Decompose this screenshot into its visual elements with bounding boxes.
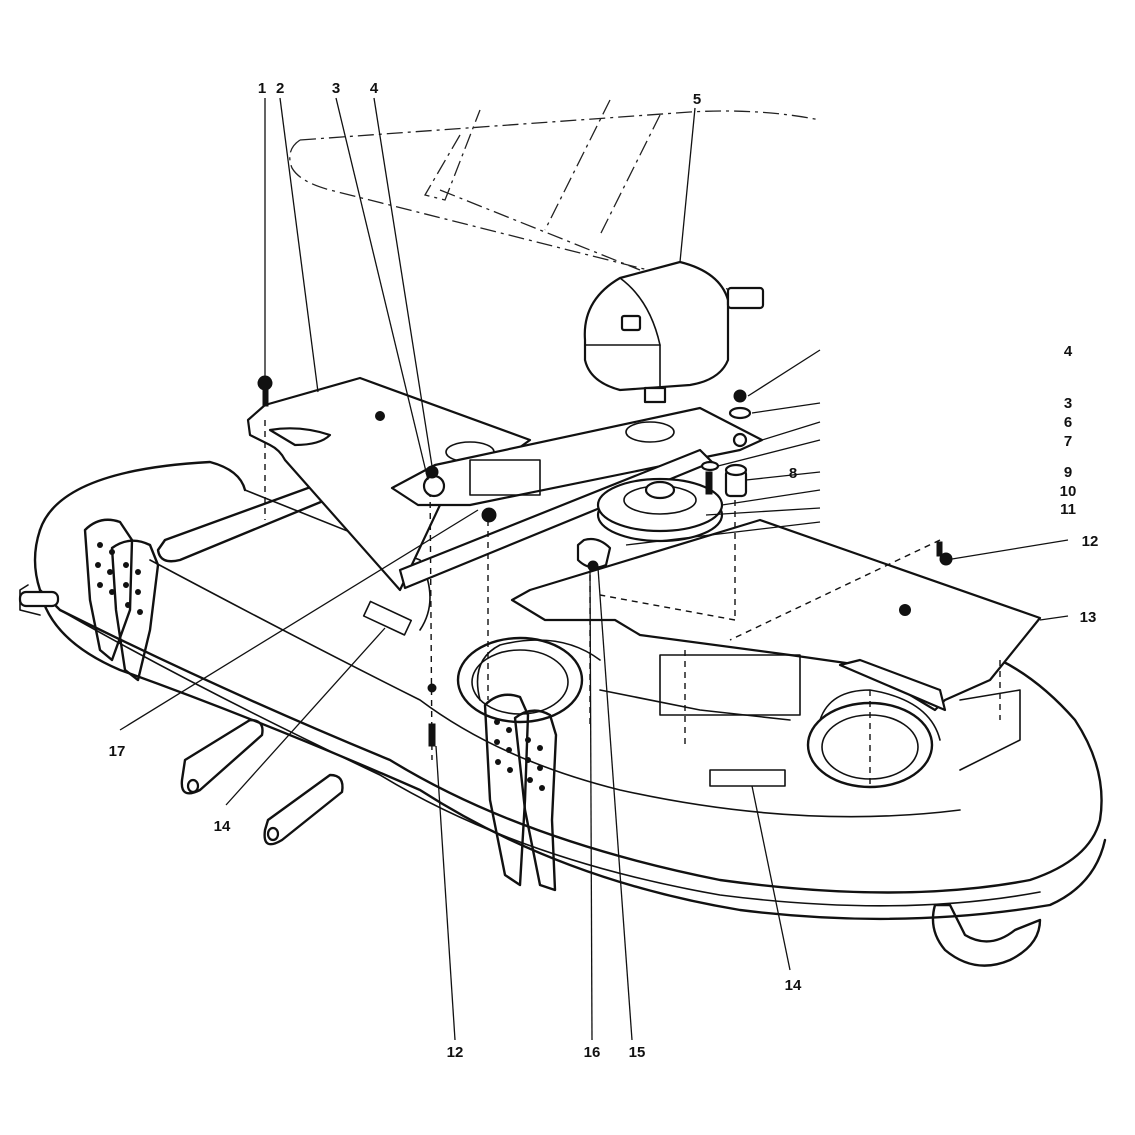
- callout-4-right: 4: [1064, 343, 1073, 360]
- callout-9: 9: [1064, 464, 1072, 481]
- right-mounting-plate: [510, 518, 1042, 716]
- callout-2: 2: [276, 80, 284, 97]
- mower-deck-housing: [18, 460, 1107, 967]
- decal-right: [709, 769, 786, 787]
- callout-7: 7: [1064, 433, 1072, 450]
- callout-16: 16: [584, 1044, 601, 1061]
- bolt-12-right: [936, 541, 953, 566]
- callout-14: 14: [214, 818, 231, 835]
- callout-11: 11: [1060, 501, 1076, 518]
- callout-labels: 1 2 3 4 5 4 3 6 7 8 9 10 11 12 13 17 14 …: [109, 80, 1099, 1061]
- nut-left-front: [481, 507, 497, 523]
- nut-washer-3-4-right: [728, 389, 752, 448]
- callout-3-right: 3: [1064, 395, 1072, 412]
- callout-1: 1: [258, 80, 266, 97]
- front-brackets-left: [83, 518, 160, 682]
- bolt-1: [257, 375, 273, 407]
- callout-3: 3: [332, 80, 340, 97]
- callout-10: 10: [1060, 483, 1077, 500]
- callout-13: 13: [1080, 609, 1097, 626]
- spacer-8-9: [724, 463, 748, 498]
- callout-5: 5: [693, 91, 701, 108]
- left-mounting-plate: [246, 376, 532, 592]
- bracket-holes-left: [95, 542, 143, 615]
- tractor-frame-phantom-outline: [289, 99, 821, 293]
- callout-6: 6: [1064, 414, 1072, 431]
- callout-14-right: 14: [785, 977, 802, 994]
- gearbox: [583, 260, 765, 404]
- callout-12-bottom: 12: [447, 1044, 464, 1061]
- callout-leaders: [119, 97, 1069, 1041]
- drive-pulley: [596, 477, 724, 543]
- callout-4: 4: [370, 80, 379, 97]
- callout-8: 8: [789, 465, 797, 482]
- callout-15: 15: [629, 1044, 646, 1061]
- bolt-12-lower: [427, 683, 437, 747]
- front-brackets-center: [483, 693, 558, 892]
- callout-17: 17: [109, 743, 126, 760]
- spindle-nut: [576, 537, 612, 572]
- decal-left: [362, 600, 413, 636]
- bracket-holes-center: [494, 719, 545, 791]
- callout-12: 12: [1082, 533, 1099, 550]
- nut-washer-3-4-left: [422, 465, 446, 498]
